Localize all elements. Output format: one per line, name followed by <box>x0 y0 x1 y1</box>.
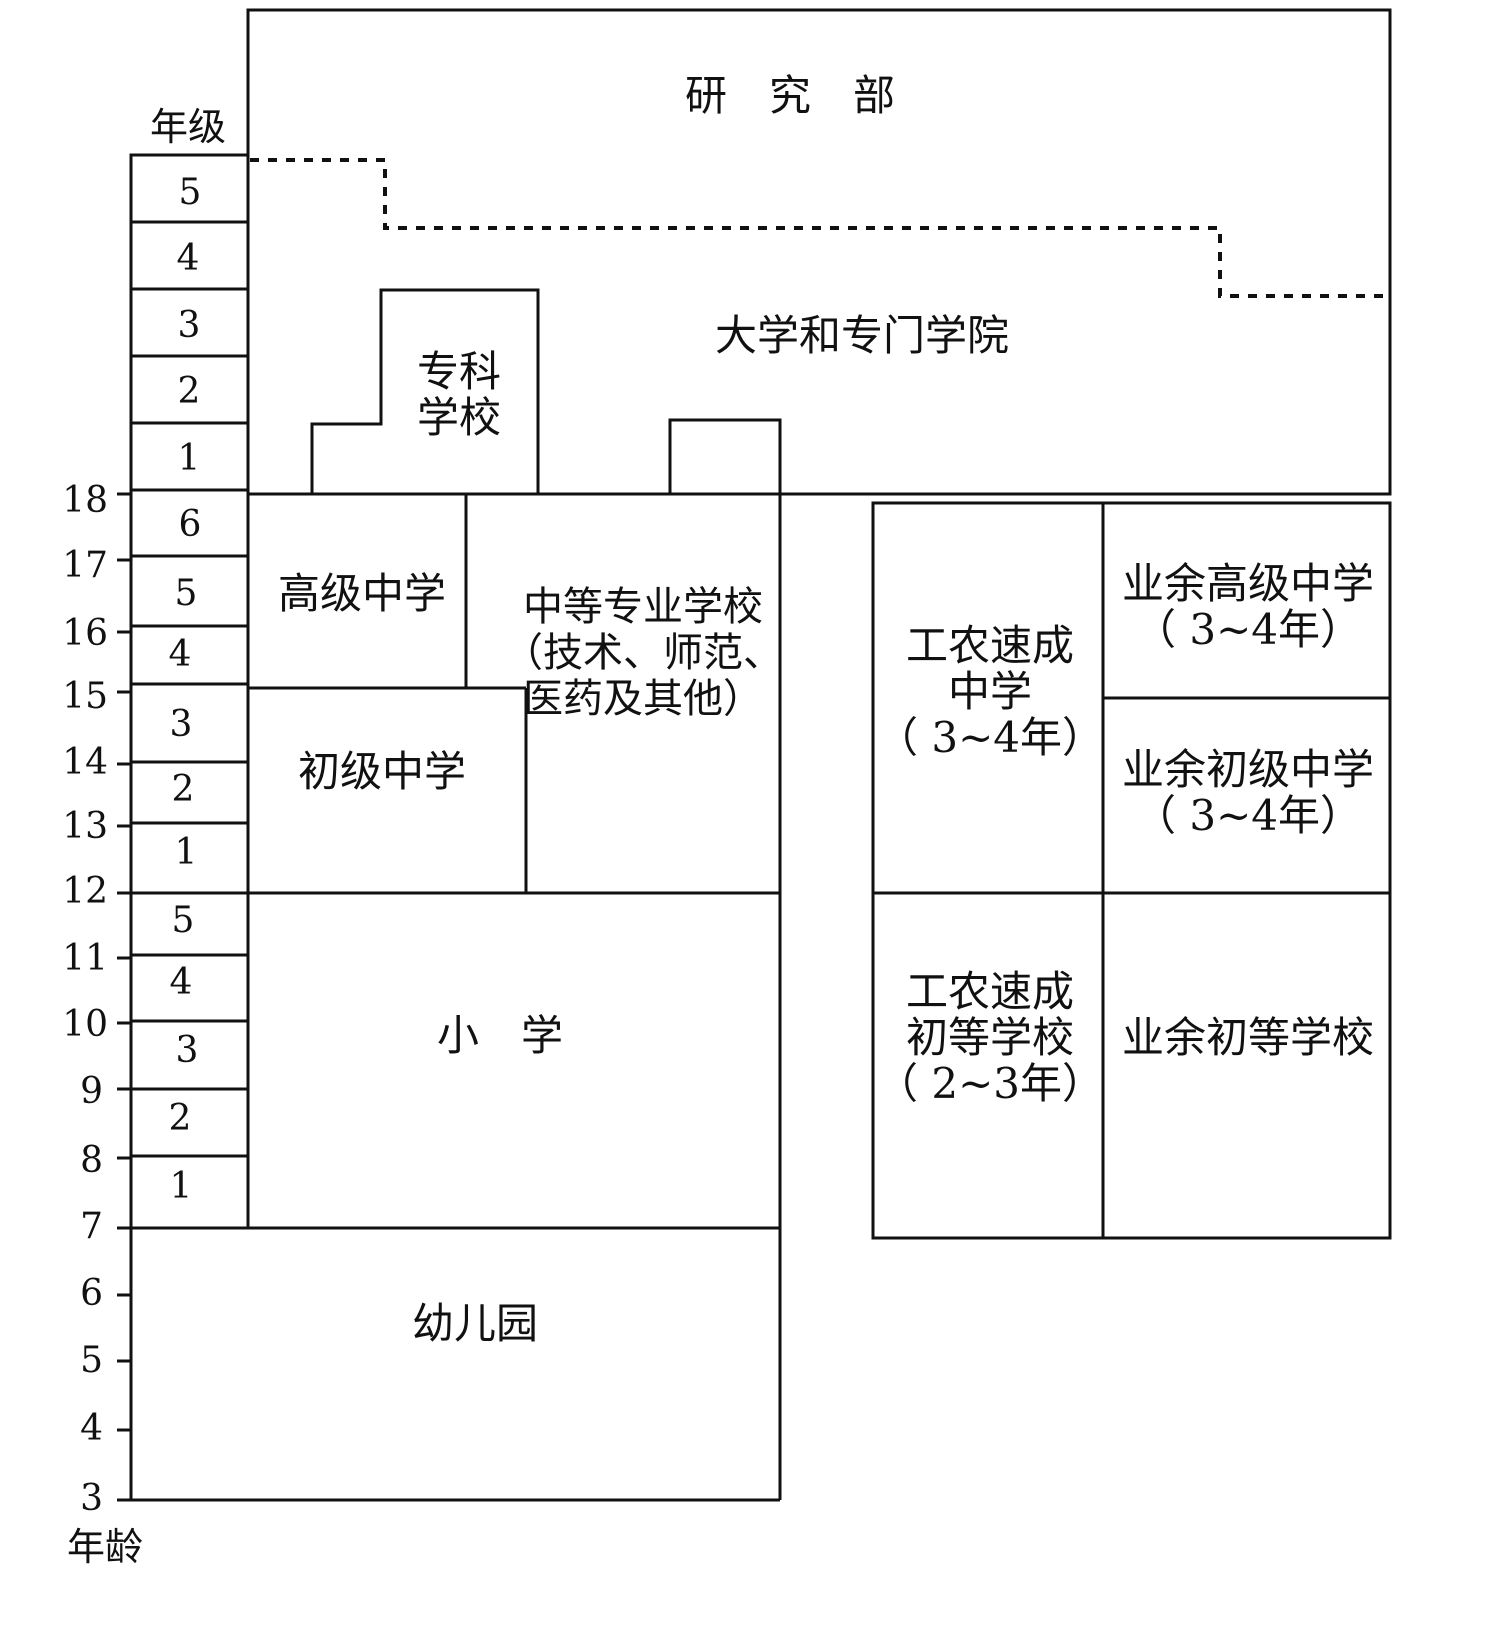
worker-primary-label: 初等学校 <box>906 1013 1074 1062</box>
worker-middle-label: 工农速成 <box>906 621 1074 670</box>
age-label: 4 <box>80 1408 103 1449</box>
grade-label: 3 <box>176 1030 199 1071</box>
kindergarten-outline <box>129 1228 780 1502</box>
age-label: 15 <box>62 676 108 717</box>
age-label: 3 <box>80 1478 103 1519</box>
age-label: 11 <box>62 938 108 979</box>
grade-dividers <box>131 220 248 1158</box>
specialized-school-label: 学校 <box>417 393 501 442</box>
spare-primary-label: 业余初等学校 <box>1122 1013 1374 1062</box>
senior-middle-label: 高级中学 <box>278 569 446 618</box>
worker-primary-label: （ 2~3年） <box>876 1059 1104 1108</box>
age-label: 6 <box>80 1273 103 1314</box>
spare-senior-label: （ 3~4年） <box>1134 605 1362 654</box>
vocational-top-outline <box>538 418 782 496</box>
worker-middle-label: （ 3~4年） <box>876 713 1104 762</box>
age-label: 17 <box>62 545 108 586</box>
grade-label: 6 <box>179 504 202 545</box>
age-label: 9 <box>80 1071 103 1112</box>
grade-label: 4 <box>169 634 192 675</box>
grade-label: 3 <box>170 704 193 745</box>
grade-label: 2 <box>178 371 201 412</box>
grade-label: 1 <box>170 1166 193 1207</box>
age-axis-title: 年龄 <box>67 1525 143 1569</box>
grade-label: 2 <box>172 769 195 810</box>
age-ticks <box>117 492 131 1502</box>
spare-junior-label: （ 3~4年） <box>1134 791 1362 840</box>
age-label: 18 <box>62 480 108 521</box>
age-label: 16 <box>62 613 108 654</box>
grade-axis-title: 年级 <box>150 105 226 149</box>
worker-middle-label: 中学 <box>948 667 1032 716</box>
specialized-school-label: 专科 <box>417 347 501 396</box>
worker-primary-label: 工农速成 <box>906 967 1074 1016</box>
grade-label: 5 <box>175 573 198 614</box>
junior-middle-label: 初级中学 <box>298 747 466 796</box>
adult-school-frame <box>871 501 1392 1240</box>
spare-junior-label: 业余初级中学 <box>1122 745 1374 794</box>
kindergarten-label: 幼儿园 <box>412 1299 538 1348</box>
grade-label: 5 <box>172 900 195 941</box>
research-boundary-dashed <box>250 158 1390 298</box>
age-label: 8 <box>80 1140 103 1181</box>
university-label: 大学和专门学院 <box>715 311 1009 360</box>
grade-label: 4 <box>177 238 200 279</box>
vocational-school-label: （技术、师范、 <box>503 630 783 676</box>
primary-school-label: 小 学 <box>437 1011 563 1060</box>
spare-senior-label: 业余高级中学 <box>1122 559 1374 608</box>
specialized-school-outline <box>310 288 540 494</box>
grade-label: 1 <box>178 438 201 479</box>
grade-label: 2 <box>169 1098 192 1139</box>
grade-label: 1 <box>175 832 198 873</box>
research-label: 研 究 部 <box>685 71 895 120</box>
age-label: 7 <box>80 1206 103 1247</box>
age-label: 12 <box>62 871 108 912</box>
grade-label: 3 <box>178 305 201 346</box>
age-label: 5 <box>80 1340 103 1381</box>
vocational-school-label: 医药及其他） <box>523 676 763 722</box>
age-label: 10 <box>62 1004 108 1045</box>
grade-label: 4 <box>170 962 193 1003</box>
age-label: 13 <box>62 806 108 847</box>
age-label: 14 <box>62 742 108 783</box>
vocational-school-label: 中等专业学校 <box>523 584 763 630</box>
grade-label: 5 <box>179 172 202 213</box>
